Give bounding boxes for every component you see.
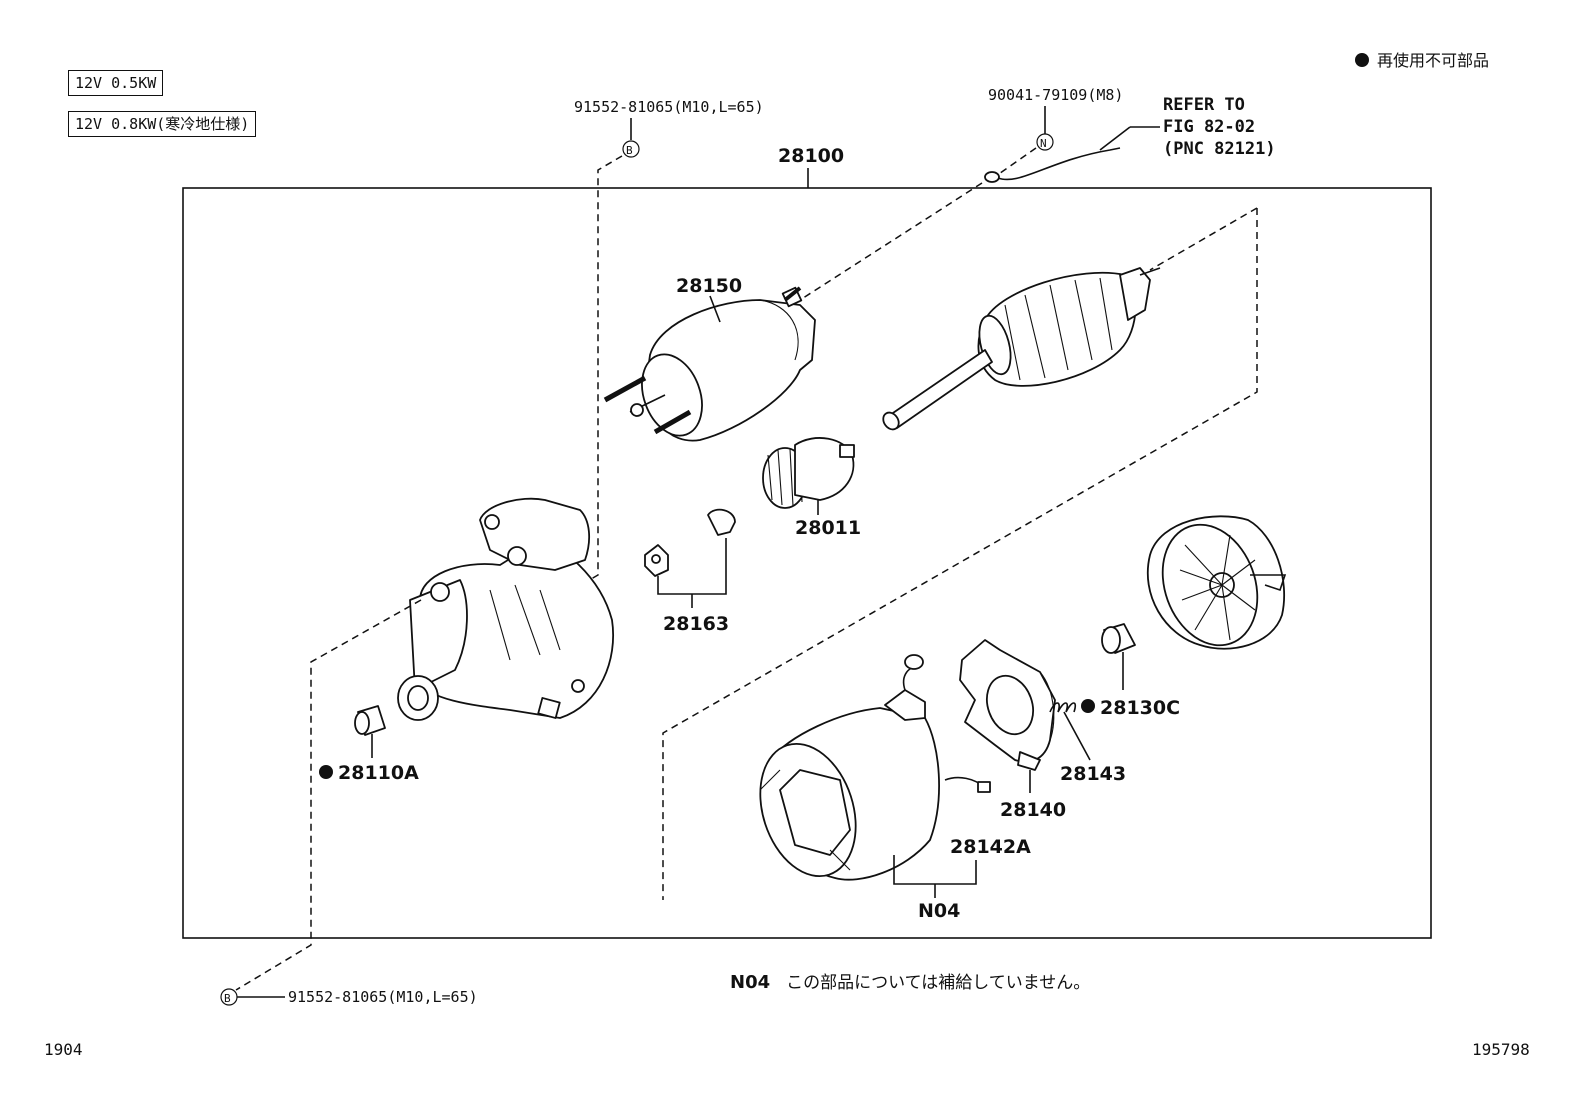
legend-text: 再使用不可部品 — [1377, 51, 1490, 70]
part-label-28143: 28143 — [1060, 763, 1126, 785]
n04-note-text: この部品については補給していません。 — [786, 973, 1091, 993]
part-label-28150: 28150 — [676, 275, 742, 297]
part-label-28100: 28100 — [778, 145, 844, 167]
assembly-frame — [182, 187, 1432, 939]
part-label-28142a: 28142A — [950, 836, 1031, 858]
part-label-28110a: 28110A — [338, 762, 419, 784]
marker-b-top-letter: B — [626, 144, 633, 157]
bush-28110a — [354, 705, 386, 736]
footer-left-code: 1904 — [44, 1040, 83, 1059]
refer-line-3: (PNC 82121) — [1163, 139, 1276, 159]
marker-b-top — [622, 140, 640, 158]
n04-note: N04 この部品については補給していません。 — [730, 968, 1090, 993]
part-label-28130c: 28130C — [1100, 697, 1180, 719]
yoke-28142a — [759, 654, 991, 881]
callout-bolt-bottom: 91552-81065(M10,L=65) — [288, 988, 478, 1006]
armature — [882, 267, 1161, 431]
callout-bolt-top: 91552-81065(M10,L=65) — [574, 98, 764, 116]
spring-28143 — [1049, 702, 1077, 713]
non-reusable-dot-28130c — [1081, 699, 1095, 713]
non-reusable-dot-icon — [1355, 53, 1369, 67]
part-label-n04: N04 — [918, 900, 960, 922]
solenoid-28150 — [603, 286, 816, 442]
refer-line-2: FIG 82-02 — [1163, 117, 1255, 137]
bush-28130c — [1101, 623, 1136, 654]
end-frame — [1146, 515, 1287, 650]
footer-right-code: 195798 — [1472, 1040, 1530, 1059]
pinion-28011 — [762, 437, 855, 509]
spec-box-standard: 12V 0.5KW — [68, 70, 164, 96]
non-reusable-dot-28110a — [319, 765, 333, 779]
part-label-28140: 28140 — [1000, 799, 1066, 821]
retainer-28163 — [644, 508, 736, 577]
drive-housing — [397, 497, 614, 721]
refer-line-1: REFER TO — [1163, 95, 1245, 115]
callout-nut: 90041-79109(M8) — [988, 86, 1123, 104]
part-label-28163: 28163 — [663, 613, 729, 635]
marker-n — [1036, 133, 1054, 151]
part-label-28011: 28011 — [795, 517, 861, 539]
non-reusable-legend: 再使用不可部品 — [1355, 47, 1489, 71]
brush-holder-28140 — [959, 639, 1056, 771]
n04-note-code: N04 — [730, 972, 771, 993]
marker-b-bottom-letter: B — [224, 992, 231, 1005]
marker-n-letter: N — [1040, 137, 1047, 150]
spec-box-cold-climate: 12V 0.8KW(寒冷地仕様) — [68, 111, 257, 137]
